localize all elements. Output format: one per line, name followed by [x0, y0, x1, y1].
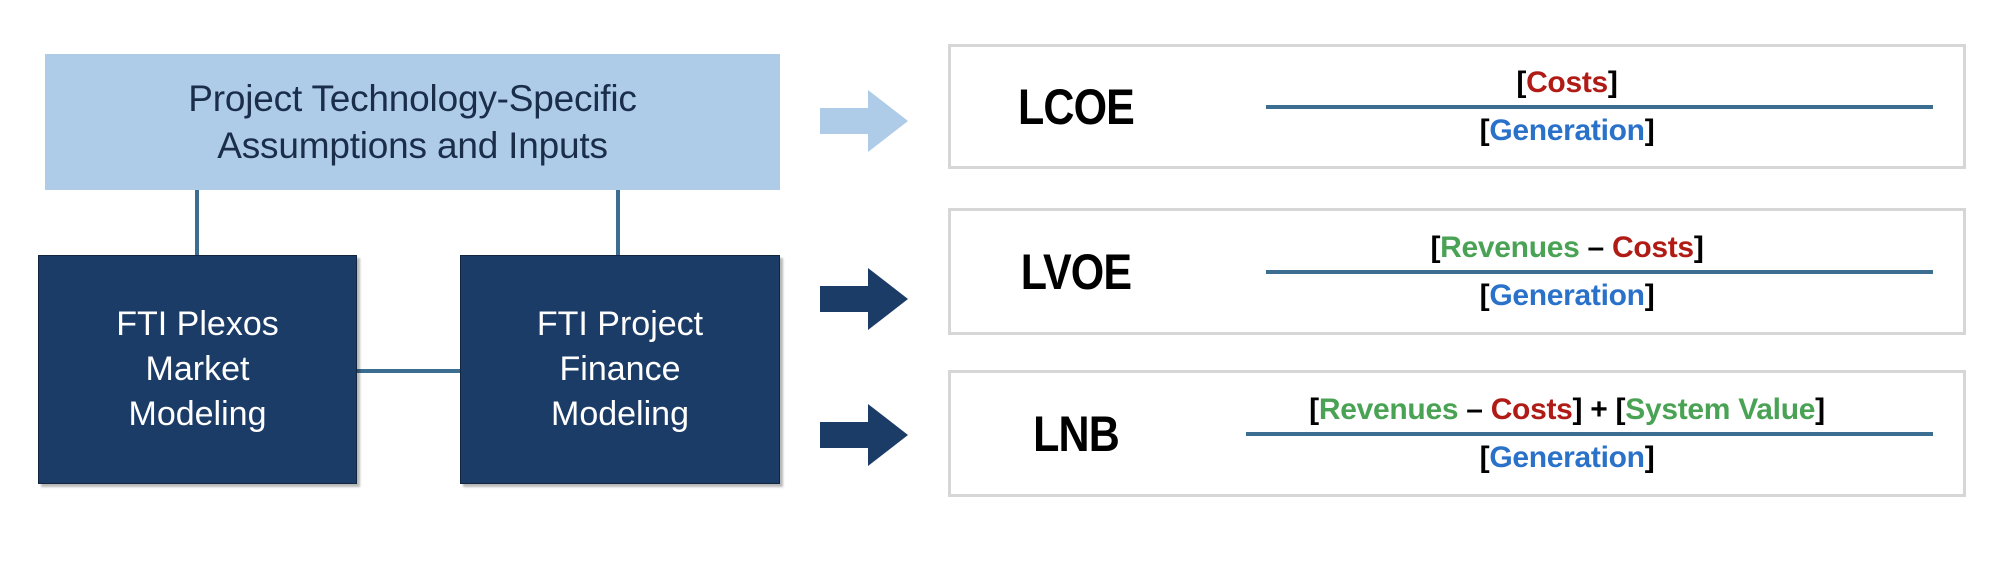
right-arrow-icon-lcoe: [820, 90, 908, 152]
formula-token-bracket: [: [1479, 278, 1490, 312]
formula-token-bracket: ]: [1644, 278, 1655, 312]
connector-plexos-to-finance: [352, 369, 464, 373]
formula-token-cost: Costs: [1490, 392, 1573, 426]
input-assumptions-box: Project Technology-Specific Assumptions …: [45, 54, 780, 190]
formula-numerator: [Revenues – Costs]: [1430, 231, 1703, 265]
formula-denominator: [Generation]: [1480, 441, 1655, 475]
formula-token-cost: Costs: [1526, 65, 1608, 99]
formula-token-bracket: [: [1615, 392, 1626, 426]
metric-label-lnb: LNB: [1033, 405, 1120, 462]
formula-numerator: [Costs]: [1516, 65, 1618, 100]
metric-label-lcoe: LCOE: [1017, 78, 1135, 135]
formula-token-cost: Costs: [1611, 230, 1694, 264]
metric-formula-lnb: [Revenues – Costs] + [System Value] [Gen…: [1201, 393, 1963, 474]
formula-token-sys: System Value: [1625, 392, 1816, 426]
formula-token-bracket: ]: [1644, 113, 1655, 147]
right-arrow-icon-lvoe: [820, 268, 908, 330]
formula-token-bracket: ]: [1607, 65, 1618, 99]
input-assumptions-line-2: Assumptions and Inputs: [217, 125, 608, 166]
connector-input-to-finance: [616, 190, 620, 256]
formula-token-gen: Generation: [1489, 113, 1645, 147]
metric-formula-lvoe: [Revenues – Costs] [Generation]: [1201, 231, 1963, 312]
model-box-plexos-line-1: FTI Plexos: [116, 305, 279, 344]
model-box-finance-line-2: Finance: [559, 350, 681, 389]
metric-card-lcoe: LCOE [Costs] [Generation]: [948, 44, 1966, 169]
model-box-finance-line-3: Modeling: [551, 394, 689, 433]
formula-token-bracket: [: [1430, 230, 1441, 264]
formula-token-bracket: [: [1479, 440, 1490, 474]
metric-card-lvoe: LVOE [Revenues – Costs] [Generation]: [948, 208, 1966, 335]
formula-token-bracket: [: [1309, 392, 1319, 426]
formula-token-op: +: [1582, 392, 1616, 426]
formula-token-gen: Generation: [1489, 440, 1645, 474]
formula-numerator: [Revenues – Costs] + [System Value]: [1309, 393, 1825, 427]
metric-formula-lcoe: [Costs] [Generation]: [1201, 66, 1963, 147]
fraction-bar: [1266, 104, 1933, 109]
formula-token-bracket: [: [1516, 65, 1527, 99]
connector-input-to-plexos: [195, 190, 199, 256]
formula-token-bracket: ]: [1572, 392, 1583, 426]
input-assumptions-line-1: Project Technology-Specific: [188, 77, 637, 119]
formula-token-bracket: ]: [1815, 392, 1825, 426]
formula-denominator: [Generation]: [1480, 114, 1655, 148]
model-box-plexos-line-2: Market: [145, 350, 250, 389]
model-box-finance-line-1: FTI Project: [536, 305, 704, 344]
model-box-project-finance: FTI Project Finance Modeling: [460, 255, 780, 484]
formula-token-bracket: ]: [1693, 230, 1704, 264]
formula-token-bracket: [: [1479, 113, 1490, 147]
metric-card-lnb: LNB [Revenues – Costs] + [System Value] …: [948, 370, 1966, 497]
formula-token-op: –: [1579, 230, 1612, 264]
formula-token-rev: Revenues: [1440, 230, 1580, 264]
metric-label-lvoe: LVOE: [1020, 243, 1132, 300]
model-box-plexos-line-3: Modeling: [128, 394, 267, 433]
formula-token-rev: Revenues: [1318, 392, 1459, 426]
formula-token-bracket: ]: [1644, 440, 1655, 474]
fraction-bar: [1246, 431, 1933, 436]
formula-denominator: [Generation]: [1480, 279, 1655, 313]
right-arrow-icon-lnb: [820, 404, 908, 466]
formula-token-op: –: [1458, 392, 1491, 426]
fraction-bar: [1266, 269, 1933, 274]
formula-token-gen: Generation: [1489, 278, 1645, 312]
model-box-plexos-market: FTI Plexos Market Modeling: [38, 255, 357, 484]
